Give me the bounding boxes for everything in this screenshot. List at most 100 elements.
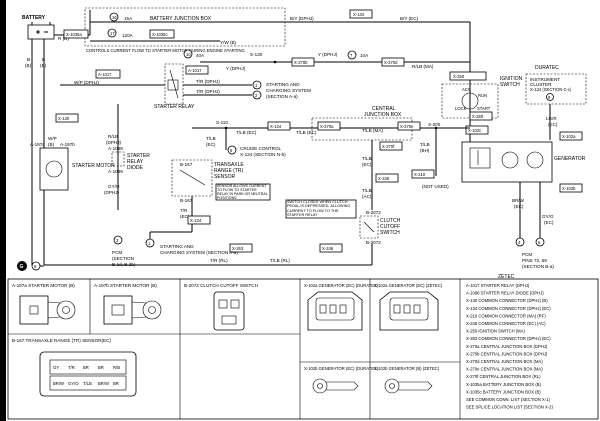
lgr-label-2: (EC) <box>548 122 558 127</box>
tlb-bh-label: T/LB <box>420 142 430 147</box>
ic-node: 9 <box>548 95 551 100</box>
tr-label-1: TRANSAXLE <box>214 162 244 168</box>
legend-line: X-250 IGNITION SWITCH (MA) <box>466 329 525 334</box>
panel-title-x102a-duratec: X-102a GENERATOR (EC) (DURATEC) <box>304 283 379 288</box>
brw-label: BR/W <box>512 198 525 203</box>
ground-g-label: G <box>20 264 24 270</box>
diode-label-1: STARTER <box>127 153 150 159</box>
starter-motor-label: STARTER MOTOR <box>72 163 115 169</box>
pcm-left-1: PCM <box>112 250 122 255</box>
ign-run: RUN <box>478 93 487 98</box>
battery-wire-label: R (B) <box>58 36 69 41</box>
tr-ec-label: T/R <box>180 208 188 213</box>
fuse-40a-label: 40A <box>196 53 205 58</box>
gyo-label: GY/O <box>542 214 554 219</box>
diode-label-3: DIODE <box>127 165 144 171</box>
conn-x102c: X-102c <box>468 128 481 133</box>
node-5: 5 <box>538 240 541 245</box>
b167-pin-label: T/R <box>68 365 75 370</box>
legend-line: X-270f CENTRAL JUNCTION BOX (RL) <box>466 374 541 379</box>
sc-bottom-2: CHARGING SYSTEM (SECTION A-a) <box>160 250 238 255</box>
cjb-label-1: CENTRAL <box>372 106 396 112</box>
conn-x270a: X-270a <box>320 124 334 129</box>
conn-x130: X-130 <box>58 116 70 121</box>
b167-pin-label: T/LB <box>83 381 92 386</box>
ic-label-1: INSTRUMENT <box>530 77 560 82</box>
connector-x102a-zetec-drawing <box>379 291 439 331</box>
conn-x246: X-246 <box>378 176 390 181</box>
connector-x102a-duratec-drawing <box>307 291 363 331</box>
tlb-ec-label-2: T/LB (EC) <box>296 130 317 135</box>
legend-line: X-130 COMMON CONNECTOR (DPHJ) (B) <box>466 298 548 303</box>
s110-label: S-110 <box>216 120 228 125</box>
clutch-label-3: SWITCH <box>380 230 400 236</box>
b167-pin-label: GY <box>53 365 59 370</box>
by-dphj-label: B/Y (DPHJ) <box>290 16 314 21</box>
generator-label: GENERATOR <box>554 156 586 162</box>
connector-a197b-drawing <box>103 295 162 325</box>
battery-label: BATTERY <box>22 15 46 21</box>
b167-pin-label: BR/W <box>53 381 64 386</box>
fuse-120a-label: 120A <box>122 33 134 38</box>
panel-title-b167: B-167 TRANSAXLE RANGE (TR) SENSOR(EC) <box>12 338 111 343</box>
node-4: 4 <box>518 240 521 245</box>
b2072-label-b: B-2072 <box>366 240 381 245</box>
conn-x134-mid: X-134 <box>270 124 282 129</box>
relay-diode <box>111 151 125 167</box>
gyo-dphj-label-2: (DPHJ) <box>104 190 120 195</box>
gyo-label-2: (EC) <box>544 220 554 225</box>
conn-x263: X-263 <box>232 246 244 251</box>
legend-line: X-270e CENTRAL JUNCTION BOX (MA) <box>466 367 543 372</box>
legend-line: X-270d CENTRAL JUNCTION BOX (MA) <box>466 359 543 364</box>
tlb-ac-label-2: (AC) <box>362 194 372 199</box>
tlb-ec-label: T/LB (EC) <box>236 130 257 135</box>
sc-label-1: STARTING AND <box>266 82 300 87</box>
legend-line: X-270b CENTRAL JUNCTION BOX (DPHJ) <box>466 351 548 356</box>
node-6: 6 <box>230 148 233 153</box>
ic-label-3: X-134 (SECTION C-c) <box>530 87 572 92</box>
ignition-switch: X-250 ACC RUN LOCK START IGNITION SWITCH… <box>441 71 523 121</box>
fuse-15a-label: 15A <box>124 16 133 21</box>
panel-title-a197b: A-197b STARTER MOTOR (B) <box>94 283 157 288</box>
diode-label-2: RELAY <box>127 159 144 165</box>
tlb-ma-label: T/LB (MA) <box>362 128 383 133</box>
legend-line: SEE SPLICE LOCATION LIST (SECTION X-2) <box>466 405 553 410</box>
connector-a197a-drawing <box>19 295 76 325</box>
zetec-label: ZETEC <box>498 274 515 280</box>
panel-title-a197a: A-197a STARTER MOTOR (B) <box>12 283 75 288</box>
rlb-label-2: (DPHJ) <box>106 140 122 145</box>
rlb-label: R/LB <box>108 134 118 139</box>
panel-title-b2072: B-2072 CLUTCH CUTOFF SWITCH <box>184 283 258 288</box>
conn-a1017: A-1017 <box>98 72 112 77</box>
left-edge-bar <box>0 0 6 421</box>
legend-line: A-1017 STARTER RELAY (DPHJ) <box>466 283 530 288</box>
conn-x270b: X-270b <box>294 60 308 65</box>
tlb-label-a: T/LB <box>206 136 216 141</box>
sc-label-3: (SECTION A-a) <box>266 94 298 99</box>
b167-label: B-167 <box>180 162 193 167</box>
central-junction-box <box>311 117 413 141</box>
conn-x134-top: X-134 <box>353 12 365 17</box>
panel-title-x102b-zetec: X-102b GENERATOR (B) (ZETEC) <box>374 366 440 371</box>
tr-ec-label-2: (EC) <box>180 214 190 219</box>
fuse-7-label: 7 <box>350 53 353 58</box>
ign-start: START <box>477 106 491 111</box>
lgr-label: LG/R <box>546 116 557 121</box>
battery-junction-box <box>84 7 286 47</box>
clutch-label-1: CLUTCH <box>380 218 401 224</box>
tr-dphj-label-2: T/R (DPHJ) <box>196 89 220 94</box>
fuse-10a-label: 10A <box>360 53 369 58</box>
pcm-right-3: (SECTION B-a) <box>522 264 554 269</box>
generator <box>461 141 553 183</box>
node-1: 1 <box>255 83 258 88</box>
conn-x1035c: X-1035c <box>152 32 168 37</box>
b167-pin-label: R/B <box>113 365 120 370</box>
starter-relay-label: STARTER RELAY <box>154 104 195 110</box>
wp-b-label: W/P <box>48 136 57 141</box>
conn-a1017-b: A-1017 <box>188 68 202 73</box>
legend-line: X-210 COMMON CONNECTOR (MA) (RF) <box>466 313 546 318</box>
legend-line: X-134 COMMON CONNECTOR (DPHJ) (EC) <box>466 306 551 311</box>
s200-label: S-200 <box>428 122 441 127</box>
y-dphj-label-1: Y (DPHJ) <box>226 66 246 71</box>
